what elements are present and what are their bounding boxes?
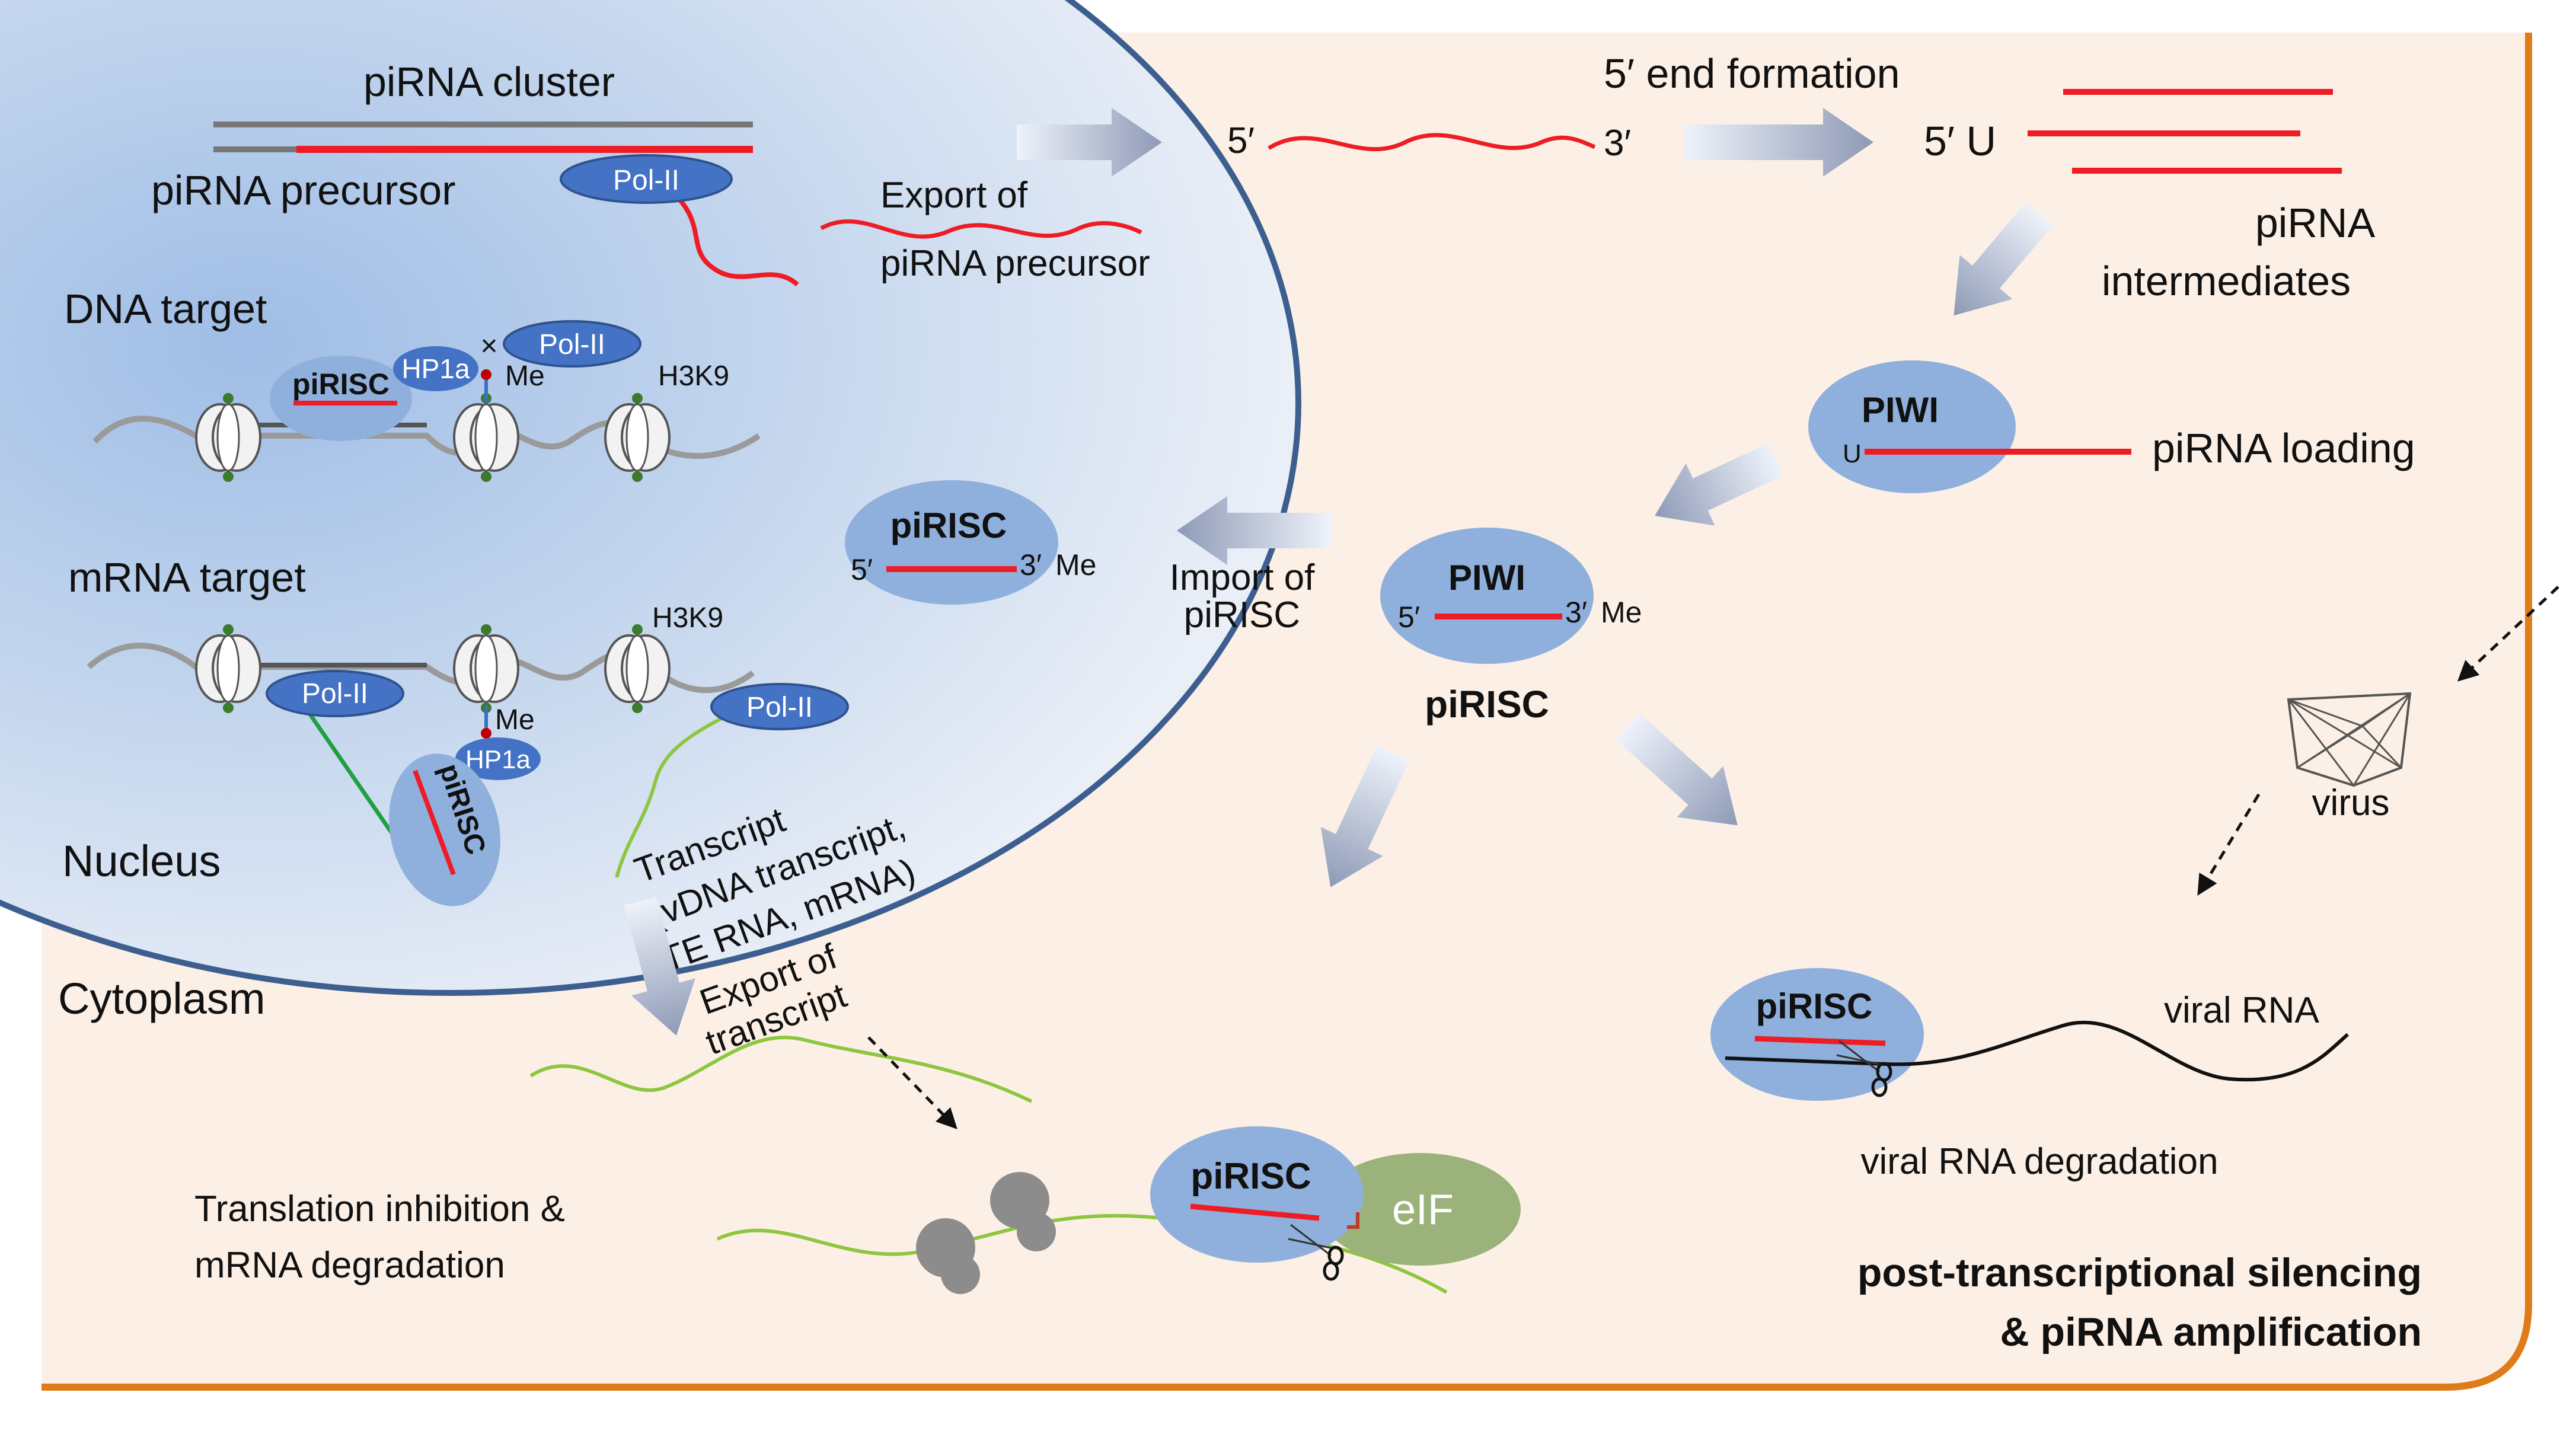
pirna-cluster-label: piRNA cluster — [363, 59, 615, 105]
intermediate-5prime-u: 5′ U — [1924, 118, 1996, 164]
hp1a-mrna: HP1a — [455, 737, 541, 780]
pirisc-nuclear — [845, 480, 1058, 605]
cleavage-mark-eif — [1347, 1212, 1359, 1229]
precursor-3prime: 3′ — [1604, 123, 1631, 164]
arrow-to-piwi — [1953, 202, 2053, 316]
nascent-precursor-strand — [674, 194, 799, 287]
dashed-arrow-virus-in — [2457, 586, 2559, 682]
pirna-intermediates — [2028, 89, 2342, 174]
ribosomes — [916, 1172, 1056, 1294]
export-precursor-line2: piRNA precursor — [880, 243, 1150, 284]
end-formation-label: 5′ end formation — [1604, 50, 1900, 97]
arrow-import-pirisc — [1177, 496, 1331, 565]
nucleus-region — [0, 0, 1301, 996]
piwi-loading-u: U — [1843, 439, 1862, 468]
translation-label-line1: Translation inhibition & — [194, 1189, 565, 1229]
pol2-transcribing: Pol-II — [560, 154, 733, 204]
arrow-viral-silencing — [1615, 713, 1738, 826]
piwi-loading-label: PIWI — [1862, 390, 1939, 430]
silencing-label-line1: post-transcriptional silencing — [1857, 1250, 2422, 1295]
pirisc-nuclear-3prime: 3′ — [1020, 548, 1042, 582]
svg-text:HP1a: HP1a — [401, 353, 470, 384]
pirna-loading-label: piRNA loading — [2152, 425, 2415, 471]
dashed-arrow-virus-to-rna — [2197, 793, 2261, 896]
viral-rna-strand — [1725, 1020, 2349, 1082]
pirisc-viral — [1710, 968, 1924, 1101]
piwi-mature-5prime: 5′ — [1398, 600, 1420, 634]
arrow-piwi-maturation — [1655, 443, 1783, 526]
blocked-cross: × — [480, 329, 497, 362]
piwi-mature-3prime: 3′ — [1565, 596, 1587, 629]
silencing-label-line2: & piRNA amplification — [2000, 1309, 2422, 1355]
arrow-end-formation — [1684, 108, 1873, 177]
pirisc-translation-guide — [1190, 1203, 1320, 1221]
import-label-line2: piRISC — [1184, 595, 1300, 635]
piwi-mature-label: PIWI — [1448, 558, 1525, 598]
virus-label: virus — [2312, 782, 2390, 823]
piwi-mature-me: Me — [1601, 596, 1642, 629]
svg-text:Pol-II: Pol-II — [746, 692, 813, 723]
pirisc-nuclear-label: piRISC — [890, 506, 1007, 545]
svg-text:Pol-II: Pol-II — [539, 329, 605, 360]
me-mark-dna — [481, 369, 491, 380]
h3k9-label-mrna: H3K9 — [652, 602, 723, 634]
eif-label: eIF — [1392, 1186, 1454, 1234]
dna-target-label: DNA target — [64, 286, 267, 332]
pirisc-mrna: piRISC — [389, 753, 500, 906]
cytoplasm-border — [42, 33, 2532, 1391]
cytoplasm-label: Cytoplasm — [58, 974, 266, 1023]
intermediates-label-line1: piRNA — [2255, 200, 2376, 246]
pirna-precursor-label: piRNA precursor — [151, 167, 456, 213]
import-label-line1: Import of — [1170, 557, 1315, 598]
svg-text:HP1a: HP1a — [465, 745, 531, 774]
svg-text:Pol-II: Pol-II — [302, 678, 368, 710]
export-precursor-line1: Export of — [880, 175, 1028, 216]
me-label-dna: Me — [505, 360, 545, 392]
pol2-dna-blocked: Pol-II — [503, 320, 641, 368]
eif — [1319, 1153, 1521, 1266]
pirisc-viral-guide — [1754, 1036, 1886, 1046]
pol2-mrna-left: Pol-II — [266, 670, 404, 717]
pirna-cluster — [213, 122, 753, 153]
mrna-target-label: mRNA target — [68, 554, 306, 600]
svg-text:Pol-II: Pol-II — [613, 165, 679, 196]
piwi-mature — [1380, 528, 1594, 664]
translation-label-line2: mRNA degradation — [194, 1245, 505, 1286]
pirisc-dna-label: piRISC — [292, 368, 390, 401]
me-label-mrna: Me — [495, 704, 535, 736]
viral-rna-label: viral RNA — [2164, 990, 2319, 1031]
arrow-precursor-export — [1017, 108, 1162, 177]
cytoplasmic-precursor — [1268, 133, 1596, 152]
nucleus-label: Nucleus — [62, 836, 221, 886]
me-mark-mrna — [481, 728, 491, 739]
pirisc-translation-label: piRISC — [1190, 1156, 1311, 1197]
pol2-mrna-right: Pol-II — [710, 683, 849, 730]
piwi-loading — [1808, 360, 2016, 493]
h3k9-label-dna: H3K9 — [658, 360, 729, 392]
pirisc-translation — [1150, 1126, 1364, 1263]
arrow-translation-silencing — [1320, 745, 1410, 887]
pirisc-dna — [270, 356, 412, 441]
pirisc-nuclear-me: Me — [1055, 548, 1096, 582]
intermediates-label-line2: intermediates — [2102, 258, 2351, 304]
exported-precursor-wave — [820, 219, 1142, 239]
pirisc-cytoplasm-label: piRISC — [1425, 683, 1549, 726]
hp1a-dna: HP1a — [393, 346, 478, 391]
precursor-5prime: 5′ — [1227, 120, 1255, 161]
viral-degradation-label: viral RNA degradation — [1860, 1141, 2218, 1182]
arrow-export-transcript — [624, 896, 695, 1036]
pirisc-nuclear-5prime: 5′ — [851, 553, 873, 586]
dashed-arrow-to-translation — [867, 1036, 957, 1130]
pirisc-viral-label: piRISC — [1756, 986, 1873, 1026]
virus-icon — [2287, 692, 2412, 787]
nascent-transcript-right — [615, 704, 748, 878]
exported-transcript — [529, 1036, 1033, 1103]
